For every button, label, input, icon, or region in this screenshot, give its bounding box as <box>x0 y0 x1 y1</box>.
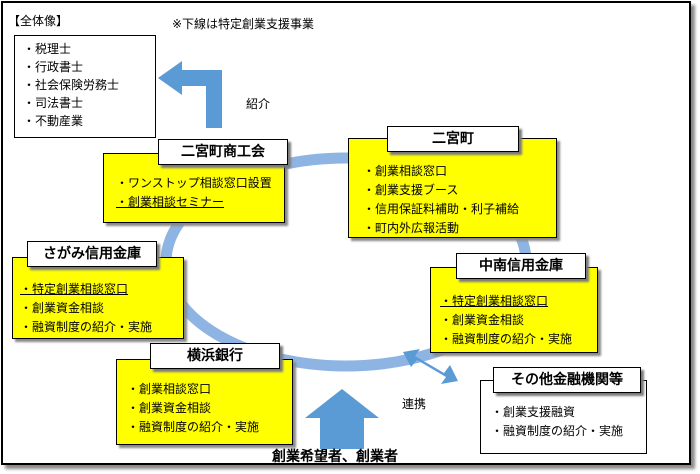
professional-item: ・行政書士 <box>23 60 84 74</box>
chamber-item: ・ワンストップ相談窓口設置 <box>116 176 272 190</box>
yokohama-item: ・創業資金相談 <box>127 401 212 415</box>
overview-label: 【全体像】 <box>8 14 69 28</box>
town-item: ・信用保証料補助・利子補給 <box>363 202 520 216</box>
sagami-item: ・創業資金相談 <box>20 301 105 315</box>
town-title: 二宮町 <box>387 126 519 152</box>
referral-label: 紹介 <box>246 97 271 111</box>
town-item: ・創業支援ブース <box>363 183 459 197</box>
professional-item: ・社会保険労務士 <box>23 78 120 92</box>
entrepreneurs-arrow <box>305 389 379 449</box>
sagami-item: ・融資制度の紹介・実施 <box>20 320 153 334</box>
yokohama-title: 横浜銀行 <box>150 343 280 369</box>
sagami-box: ・特定創業相談窓口 ・創業資金相談 ・融資制度の紹介・実施 <box>12 257 184 339</box>
sagami-title: さがみ信用金庫 <box>27 241 157 267</box>
sagami-item-underlined: ・特定創業相談窓口 <box>20 282 129 296</box>
chamber-item-underlined: ・創業相談セミナー <box>116 195 225 209</box>
yokohama-item: ・創業相談窓口 <box>127 382 212 396</box>
sagami-items: ・特定創業相談窓口 ・創業資金相談 ・融資制度の紹介・実施 <box>20 280 152 337</box>
chamber-items: ・ワンストップ相談窓口設置 ・創業相談セミナー <box>116 174 272 212</box>
town-items: ・創業相談窓口 ・創業支援ブース ・信用保証料補助・利子補給 ・町内外広報活動 <box>363 162 519 238</box>
other-item: ・融資制度の紹介・実施 <box>491 424 624 438</box>
chunan-box: ・特定創業相談窓口 ・創業資金相談 ・融資制度の紹介・実施 <box>430 267 598 353</box>
entrepreneurs-label: 創業希望者、創業者 <box>272 449 398 465</box>
town-item: ・創業相談窓口 <box>363 164 448 178</box>
other-item: ・創業支援融資 <box>491 405 576 419</box>
cooperation-arrow <box>403 349 458 384</box>
town-box: ・創業相談窓口 ・創業支援ブース ・信用保証料補助・利子補給 ・町内外広報活動 <box>348 138 557 238</box>
chunan-item-underlined: ・特定創業相談窓口 <box>440 294 549 308</box>
cooperation-label: 連携 <box>402 397 427 411</box>
professional-item: ・税理士 <box>23 42 72 56</box>
yokohama-items: ・創業相談窓口 ・創業資金相談 ・融資制度の紹介・実施 <box>127 380 259 437</box>
note-text: ※下線は特定創業支援事業 <box>172 17 315 31</box>
other-items: ・創業支援融資 ・融資制度の紹介・実施 <box>491 403 623 441</box>
chamber-title: 二宮町商工会 <box>158 139 288 165</box>
professionals-list: ・税理士 ・行政書士 ・社会保険労務士 ・司法書士 ・不動産業 <box>23 40 119 130</box>
yokohama-box: ・創業相談窓口 ・創業資金相談 ・融資制度の紹介・実施 <box>116 359 293 445</box>
professionals-box: ・税理士 ・行政書士 ・社会保険労務士 ・司法書士 ・不動産業 <box>14 35 156 138</box>
professional-item: ・不動産業 <box>23 114 84 128</box>
town-item: ・町内外広報活動 <box>363 221 460 235</box>
other-title: その他金融機関等 <box>493 367 641 393</box>
chunan-item: ・融資制度の紹介・実施 <box>440 332 573 346</box>
yokohama-item: ・融資制度の紹介・実施 <box>127 420 260 434</box>
professional-item: ・司法書士 <box>23 96 84 110</box>
chunan-item: ・創業資金相談 <box>440 313 525 327</box>
referral-arrow <box>158 61 236 128</box>
chunan-title: 中南信用金庫 <box>456 253 586 279</box>
chunan-items: ・特定創業相談窓口 ・創業資金相談 ・融資制度の紹介・実施 <box>440 292 572 349</box>
